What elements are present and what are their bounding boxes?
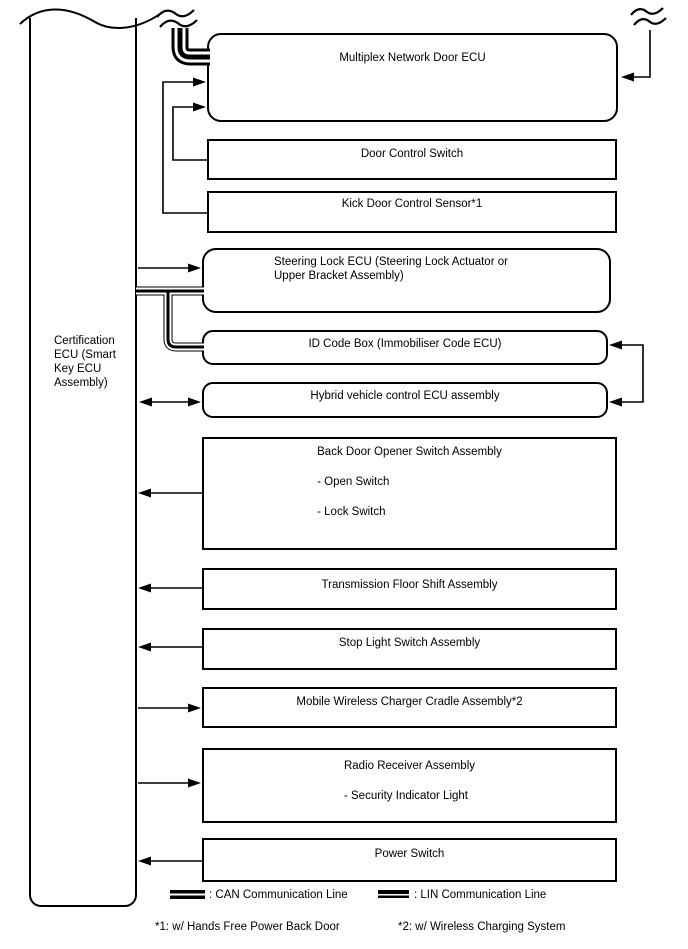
lin-legend-label: : LIN Communication Line bbox=[414, 889, 547, 901]
box-multiplex-network-door-ecu: Multiplex Network Door ECU bbox=[207, 33, 618, 122]
box-label: ID Code Box (Immobiliser Code ECU) bbox=[308, 338, 502, 350]
box-label: Certification ECU (Smart Key ECU Assembl… bbox=[54, 335, 116, 389]
box-radio-receiver: Radio Receiver Assembly - Security Indic… bbox=[202, 748, 617, 823]
box-label: Power Switch bbox=[374, 848, 445, 860]
box-label: Kick Door Control Sensor*1 bbox=[341, 198, 483, 210]
can-legend-label: : CAN Communication Line bbox=[209, 889, 348, 901]
box-label: Back Door Opener Switch Assembly bbox=[317, 446, 502, 458]
box-stop-light-switch: Stop Light Switch Assembly bbox=[202, 628, 617, 670]
footnote-hands-free-power-back-door: *1: w/ Hands Free Power Back Door bbox=[155, 921, 340, 933]
box-sub-item: - Security Indicator Light bbox=[343, 790, 468, 802]
box-mobile-wireless-charger-cradle: Mobile Wireless Charger Cradle Assembly*… bbox=[202, 687, 617, 728]
box-back-door-opener-switch: Back Door Opener Switch Assembly - Open … bbox=[202, 437, 617, 550]
box-id-code-box: ID Code Box (Immobiliser Code ECU) bbox=[202, 330, 608, 365]
box-label: Radio Receiver Assembly bbox=[343, 760, 476, 772]
footnote-wireless-charging-system: *2: w/ Wireless Charging System bbox=[398, 921, 566, 933]
box-label: Multiplex Network Door ECU bbox=[339, 52, 486, 64]
lin-line-to-steering-and-idcode bbox=[136, 286, 204, 352]
box-transmission-floor-shift: Transmission Floor Shift Assembly bbox=[202, 568, 617, 610]
box-certification-ecu: Certification ECU (Smart Key ECU Assembl… bbox=[29, 18, 137, 907]
box-label: Stop Light Switch Assembly bbox=[338, 637, 481, 649]
can-line-symbol bbox=[170, 890, 205, 899]
box-steering-lock-ecu: Steering Lock ECU (Steering Lock Actuato… bbox=[202, 248, 611, 313]
box-sub-item: - Open Switch bbox=[317, 476, 390, 488]
can-line-to-multiplex bbox=[171, 28, 210, 66]
break-symbol-top-left bbox=[156, 9, 198, 28]
box-hybrid-vehicle-control-ecu: Hybrid vehicle control ECU assembly bbox=[202, 382, 608, 418]
box-label: Transmission Floor Shift Assembly bbox=[321, 579, 498, 591]
box-kick-door-control-sensor: Kick Door Control Sensor*1 bbox=[207, 191, 617, 233]
box-label: Hybrid vehicle control ECU assembly bbox=[310, 390, 500, 402]
box-label: Steering Lock ECU (Steering Lock Actuato… bbox=[274, 256, 508, 282]
break-symbol-top-right bbox=[630, 7, 667, 26]
box-door-control-switch: Door Control Switch bbox=[207, 139, 617, 180]
box-label: Mobile Wireless Charger Cradle Assembly*… bbox=[296, 696, 523, 708]
lin-line-symbol bbox=[378, 890, 409, 898]
box-label: Door Control Switch bbox=[360, 148, 464, 160]
box-power-switch: Power Switch bbox=[202, 838, 617, 882]
box-sub-item: - Lock Switch bbox=[317, 506, 386, 518]
